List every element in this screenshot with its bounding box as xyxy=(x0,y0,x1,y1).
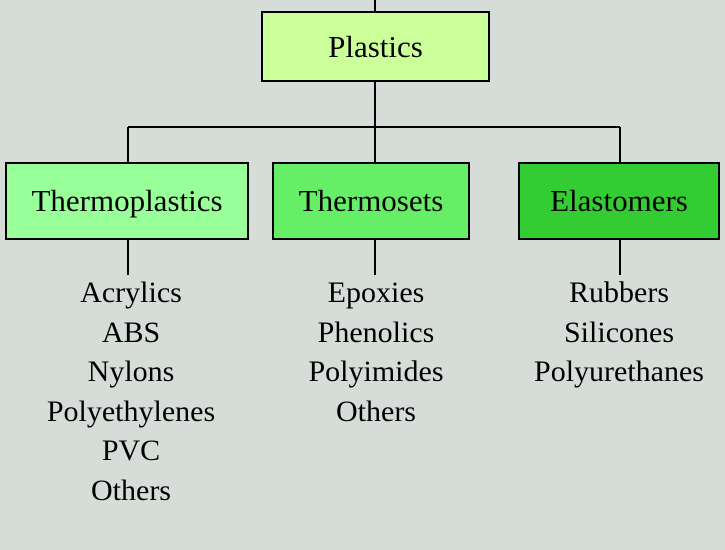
category-label-thermosets: Thermosets xyxy=(298,183,444,218)
list-item: Others xyxy=(91,473,171,507)
root-node-label: Plastics xyxy=(328,28,423,64)
elastomers-examples-list: Rubbers Silicones Polyurethanes xyxy=(508,273,725,392)
category-node-thermoplastics: Thermoplastics xyxy=(5,162,249,240)
list-item: ABS xyxy=(101,315,161,349)
category-label-thermoplastics: Thermoplastics xyxy=(31,183,223,218)
thermoplastics-examples-list: Acrylics ABS Nylons Polyethylenes PVC Ot… xyxy=(0,273,262,510)
root-node-plastics: Plastics xyxy=(261,11,490,82)
list-item: Phenolics xyxy=(317,315,435,349)
category-node-elastomers: Elastomers xyxy=(518,162,720,240)
list-item: Polyethylenes xyxy=(46,394,216,428)
thermosets-examples-list: Epoxies Phenolics Polyimides Others xyxy=(270,273,482,431)
list-item: Polyurethanes xyxy=(534,355,704,388)
list-item: Polyimides xyxy=(308,355,444,388)
list-item: Epoxies xyxy=(327,276,425,309)
list-item: Acrylics xyxy=(80,276,182,309)
category-node-thermosets: Thermosets xyxy=(272,162,470,240)
list-item: Silicones xyxy=(564,315,674,349)
list-item: Rubbers xyxy=(569,276,669,309)
list-item: PVC xyxy=(101,434,161,467)
list-item: Others xyxy=(336,394,416,428)
list-item: Nylons xyxy=(87,355,175,388)
category-label-elastomers: Elastomers xyxy=(550,183,688,218)
